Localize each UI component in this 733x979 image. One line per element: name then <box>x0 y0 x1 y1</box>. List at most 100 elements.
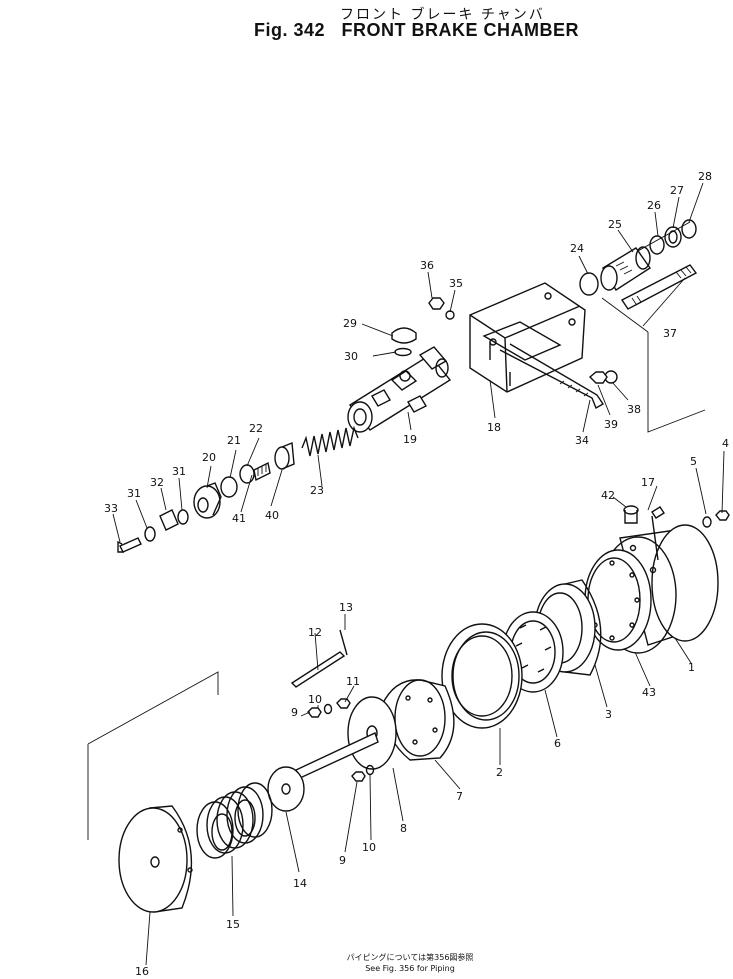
part-31-washer-upper <box>177 509 189 525</box>
part-15-spring <box>196 782 273 859</box>
part-5-washer <box>702 516 712 528</box>
lower-assembly <box>87 505 730 913</box>
callout-29: 29 <box>343 317 357 330</box>
callout-6: 6 <box>554 737 561 750</box>
callout-35: 35 <box>449 277 463 290</box>
callout-24: 24 <box>570 242 584 255</box>
leader-lines <box>112 182 725 966</box>
callout-43: 43 <box>642 686 656 699</box>
callout-8: 8 <box>400 822 407 835</box>
part-10-washer-lower <box>365 764 375 776</box>
callout-40: 40 <box>265 509 279 522</box>
figure-title: Fig. 342 FRONT BRAKE CHAMBER <box>254 20 579 41</box>
part-14-retainer <box>267 766 305 812</box>
callout-39: 39 <box>604 418 618 431</box>
callout-11: 11 <box>346 675 360 688</box>
callout-37: 37 <box>663 327 677 340</box>
callout-36: 36 <box>420 259 434 272</box>
piping-note-japanese: パイピングについては第356図参照 <box>346 953 474 962</box>
callout-19: 19 <box>403 433 417 446</box>
callout-17: 17 <box>641 476 655 489</box>
part-26-seal <box>649 235 665 255</box>
part-9-nut-lower <box>351 771 366 782</box>
part-17-leader-line <box>651 515 659 561</box>
part-36-nut <box>428 297 445 310</box>
callout-38: 38 <box>627 403 641 416</box>
part-29-plug <box>391 327 417 344</box>
part-4-nut <box>715 510 730 521</box>
part-18-bracket <box>469 282 586 393</box>
part-33-bolt <box>119 537 142 553</box>
callout-18: 18 <box>487 421 501 434</box>
part-17-bolt <box>651 506 665 519</box>
callout-31-upper: 31 <box>172 465 186 478</box>
callout-21: 21 <box>227 434 241 447</box>
part-20-piston <box>193 482 222 519</box>
callout-20: 20 <box>202 451 216 464</box>
callout-42: 42 <box>601 489 615 502</box>
callout-33: 33 <box>104 502 118 515</box>
callout-23: 23 <box>310 484 324 497</box>
callout-5: 5 <box>690 455 697 468</box>
callout-28: 28 <box>698 170 712 183</box>
callout-22: 22 <box>249 422 263 435</box>
part-10-washer-upper <box>323 703 333 715</box>
callout-labels: 28 27 26 25 24 36 35 29 30 37 38 39 34 1… <box>104 170 729 978</box>
part-16-cap <box>118 805 193 913</box>
part-41-seal <box>253 461 271 482</box>
callout-7: 7 <box>456 790 463 803</box>
upper-assembly <box>117 219 706 553</box>
callout-15: 15 <box>226 918 240 931</box>
title-japanese: フロント ブレーキ チャンバ <box>340 7 545 23</box>
part-9-nut-upper <box>307 707 322 718</box>
callout-3: 3 <box>605 708 612 721</box>
part-24-seal <box>579 272 599 296</box>
figure-name: FRONT BRAKE CHAMBER <box>341 20 580 40</box>
callout-16: 16 <box>135 965 149 978</box>
callout-41: 41 <box>232 512 246 525</box>
part-23-spring <box>301 425 359 457</box>
part-2-diaphragm <box>441 623 523 729</box>
part-21-oring <box>220 476 238 498</box>
callout-10-lower: 10 <box>362 841 376 854</box>
part-11-nut <box>336 698 351 709</box>
callout-4: 4 <box>722 437 729 450</box>
callout-13: 13 <box>339 601 353 614</box>
part-37-shaft <box>620 264 698 310</box>
part-27-ring <box>664 226 682 248</box>
part-35-washer <box>445 310 455 320</box>
callout-1: 1 <box>688 661 695 674</box>
part-8-plate <box>295 696 397 779</box>
callout-14: 14 <box>293 877 307 890</box>
callout-9-lower: 9 <box>339 854 346 867</box>
part-30-seal <box>394 347 412 357</box>
part-22-seal <box>239 464 255 484</box>
callout-9-upper: 9 <box>291 706 298 719</box>
part-33-bolt-head <box>117 540 124 553</box>
part-39-nut <box>588 371 608 384</box>
part-34-bolt <box>499 343 604 410</box>
callout-10-upper: 10 <box>308 693 322 706</box>
callout-30: 30 <box>344 350 358 363</box>
part-25-sleeve <box>600 246 651 291</box>
callout-25: 25 <box>608 218 622 231</box>
part-19-valve-body <box>347 346 452 433</box>
callout-34: 34 <box>575 434 589 447</box>
part-28-ring <box>681 219 697 239</box>
part-32-block <box>159 509 179 531</box>
part-13-pin <box>339 629 348 656</box>
part-40-cup <box>274 442 295 470</box>
part-42-bolt <box>623 505 639 524</box>
callout-26: 26 <box>647 199 661 212</box>
part-31-washer-lower <box>144 526 156 542</box>
callout-27: 27 <box>670 184 684 197</box>
figure-number: Fig. 342 <box>254 20 326 40</box>
part-27-ring-inner <box>668 230 678 244</box>
callout-2: 2 <box>496 766 503 779</box>
callout-31-lower: 31 <box>127 487 141 500</box>
callout-12: 12 <box>308 626 322 639</box>
callout-32: 32 <box>150 476 164 489</box>
piping-note: See Fig. 356 for Piping <box>365 964 455 973</box>
